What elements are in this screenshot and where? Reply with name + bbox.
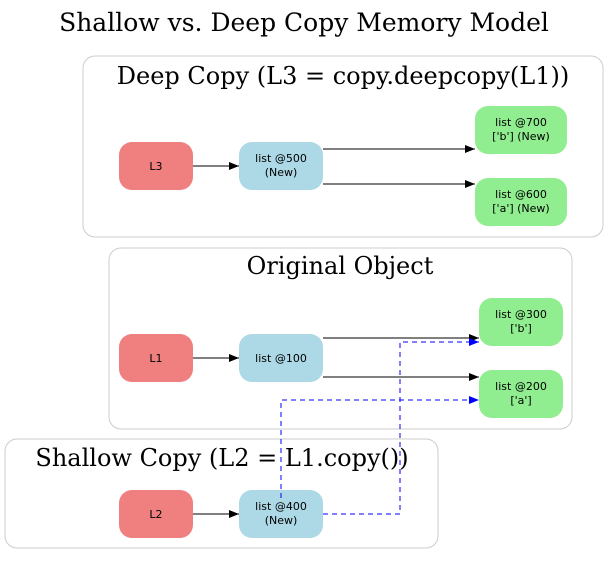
cluster-original-object-border	[108, 247, 573, 430]
cluster-deep-copy-label: Deep Copy (L3 = copy.deepcopy(L1))	[117, 62, 569, 90]
node-list600-line1: list @600	[495, 188, 547, 201]
node-list400-line1: list @400	[255, 500, 307, 513]
node-list300-line2: ['b']	[510, 322, 532, 335]
node-l1-label: L1	[149, 352, 162, 365]
cluster-deep-copy: Deep Copy (L3 = copy.deepcopy(L1))	[82, 55, 604, 238]
cluster-original-object-label: Original Object	[247, 252, 434, 280]
node-list200-line2: ['a']	[510, 394, 531, 407]
node-l2-label: L2	[149, 508, 162, 521]
cluster-shallow-copy: Shallow Copy (L2 = L1.copy())	[4, 438, 439, 549]
node-list700: list @700 ['b'] (New)	[475, 106, 567, 154]
node-list100-label: list @100	[255, 352, 307, 365]
cluster-deep-copy-border	[82, 55, 604, 238]
cluster-shallow-copy-border	[4, 438, 439, 549]
cluster-shallow-copy-label: Shallow Copy (L2 = L1.copy())	[35, 444, 408, 472]
node-list100: list @100	[239, 334, 323, 382]
node-list400: list @400 (New)	[239, 490, 323, 538]
node-l1: L1	[119, 334, 193, 382]
edges-solid	[193, 145, 479, 518]
node-l3: L3	[119, 142, 193, 190]
node-list500-line1: list @500	[255, 152, 307, 165]
node-list700-line1: list @700	[495, 116, 547, 129]
edge-list400-list200-shared	[280, 396, 479, 498]
node-list600: list @600 ['a'] (New)	[475, 178, 567, 226]
node-l2: L2	[119, 490, 193, 538]
node-list200: list @200 ['a']	[479, 370, 563, 418]
node-l3-label: L3	[149, 160, 162, 173]
cluster-original-object: Original Object	[108, 247, 573, 430]
node-list300-line1: list @300	[495, 308, 547, 321]
edge-list400-list300-shared	[323, 338, 479, 515]
node-list700-line2: ['b'] (New)	[492, 130, 550, 143]
node-list500: list @500 (New)	[239, 142, 323, 190]
node-list300: list @300 ['b']	[479, 298, 563, 346]
node-list500-line2: (New)	[265, 166, 298, 179]
diagram-title: Shallow vs. Deep Copy Memory Model	[59, 8, 549, 37]
node-list200-line1: list @200	[495, 380, 547, 393]
node-list600-line2: ['a'] (New)	[492, 202, 549, 215]
node-list400-line2: (New)	[265, 514, 298, 527]
edges-shared-references	[280, 338, 479, 515]
